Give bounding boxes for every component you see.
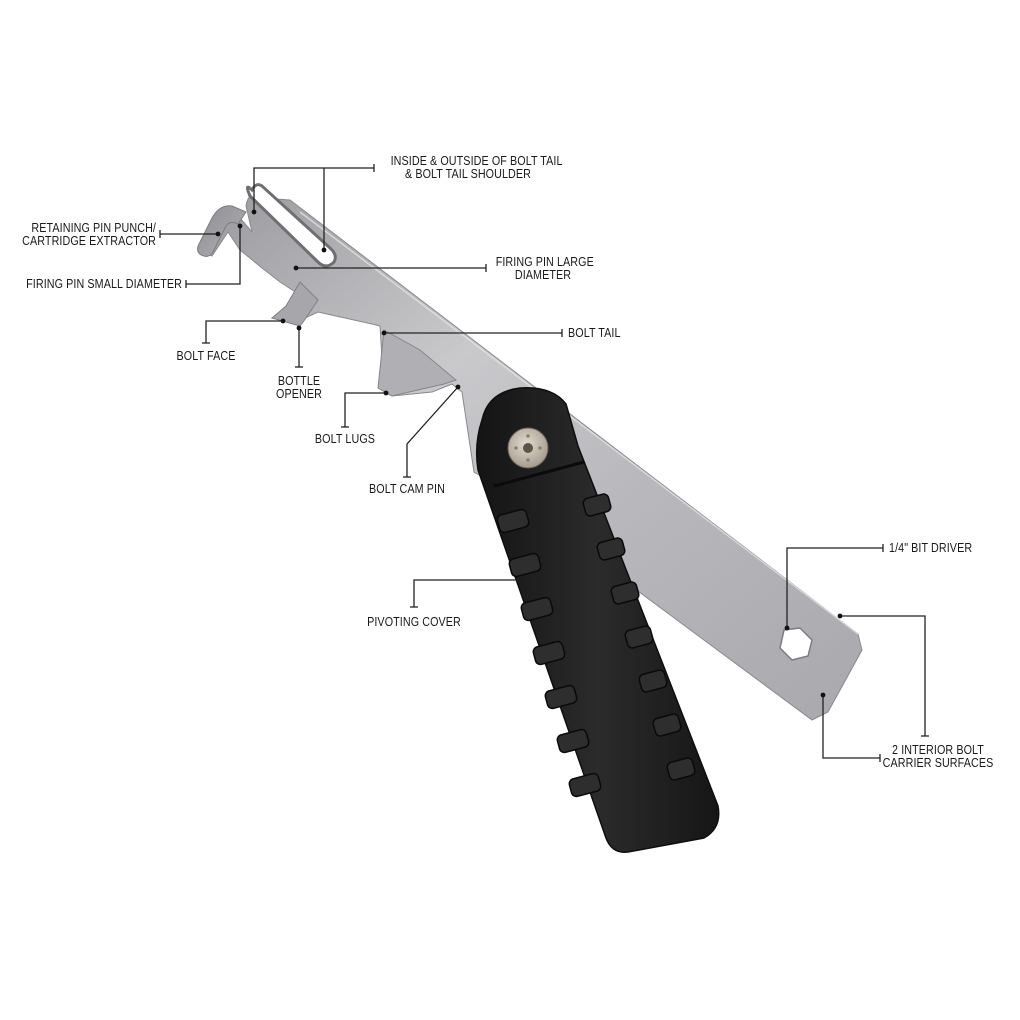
callout-line: RETAINING PIN PUNCH/ xyxy=(31,221,156,235)
callout-bolt-face: BOLT FACE xyxy=(172,350,241,363)
callout-line: 1/4" BIT DRIVER xyxy=(889,541,973,555)
callout-retaining-pin-punch: RETAINING PIN PUNCH/ CARTRIDGE EXTRACTOR xyxy=(22,222,156,248)
callout-interior-bolt-carrier: 2 INTERIOR BOLT CARRIER SURFACES xyxy=(878,744,998,770)
callout-bolt-cam-pin: BOLT CAM PIN xyxy=(364,483,450,496)
callout-line: BOLT TAIL xyxy=(568,326,621,340)
callout-bolt-lugs: BOLT LUGS xyxy=(311,433,380,446)
leader-lines xyxy=(159,164,929,762)
callout-line: & BOLT TAIL SHOULDER xyxy=(405,167,531,181)
callout-line: INSIDE & OUTSIDE OF BOLT TAIL xyxy=(390,154,563,168)
grip-ridges-right xyxy=(582,493,696,781)
callout-bolt-tail: BOLT TAIL xyxy=(568,327,621,340)
callout-firing-pin-large: FIRING PIN LARGE DIAMETER xyxy=(495,255,594,282)
callout-line: FIRING PIN SMALL DIAMETER xyxy=(26,277,183,291)
leader-dots xyxy=(215,209,843,698)
callout-line: DIAMETER xyxy=(514,268,572,282)
callout-line: BOTTLE xyxy=(277,374,321,388)
pivot-screw-icon xyxy=(507,427,549,469)
callout-line: CARRIER SURFACES xyxy=(882,756,994,770)
grip-ridges-left xyxy=(496,508,602,798)
pivoting-cover-handle xyxy=(475,387,720,853)
callout-line: BOLT CAM PIN xyxy=(369,482,445,496)
callout-line: BOLT LUGS xyxy=(314,432,376,446)
callout-line: OPENER xyxy=(276,387,322,401)
callout-line: BOLT FACE xyxy=(176,349,236,363)
callout-line: FIRING PIN LARGE xyxy=(495,255,594,269)
callout-pivoting-cover: PIVOTING COVER xyxy=(362,616,465,629)
callout-bit-driver: 1/4" BIT DRIVER xyxy=(889,542,972,555)
callout-line: CARTRIDGE EXTRACTOR xyxy=(22,234,157,248)
callout-firing-pin-small: FIRING PIN SMALL DIAMETER xyxy=(25,278,182,291)
callout-line: 2 INTERIOR BOLT xyxy=(892,743,984,757)
callout-line: PIVOTING COVER xyxy=(367,615,461,629)
callout-bolt-tail-inside-outside: INSIDE & OUTSIDE OF BOLT TAIL & BOLT TAI… xyxy=(390,154,563,181)
callout-bottle-opener: BOTTLE OPENER xyxy=(269,375,329,401)
